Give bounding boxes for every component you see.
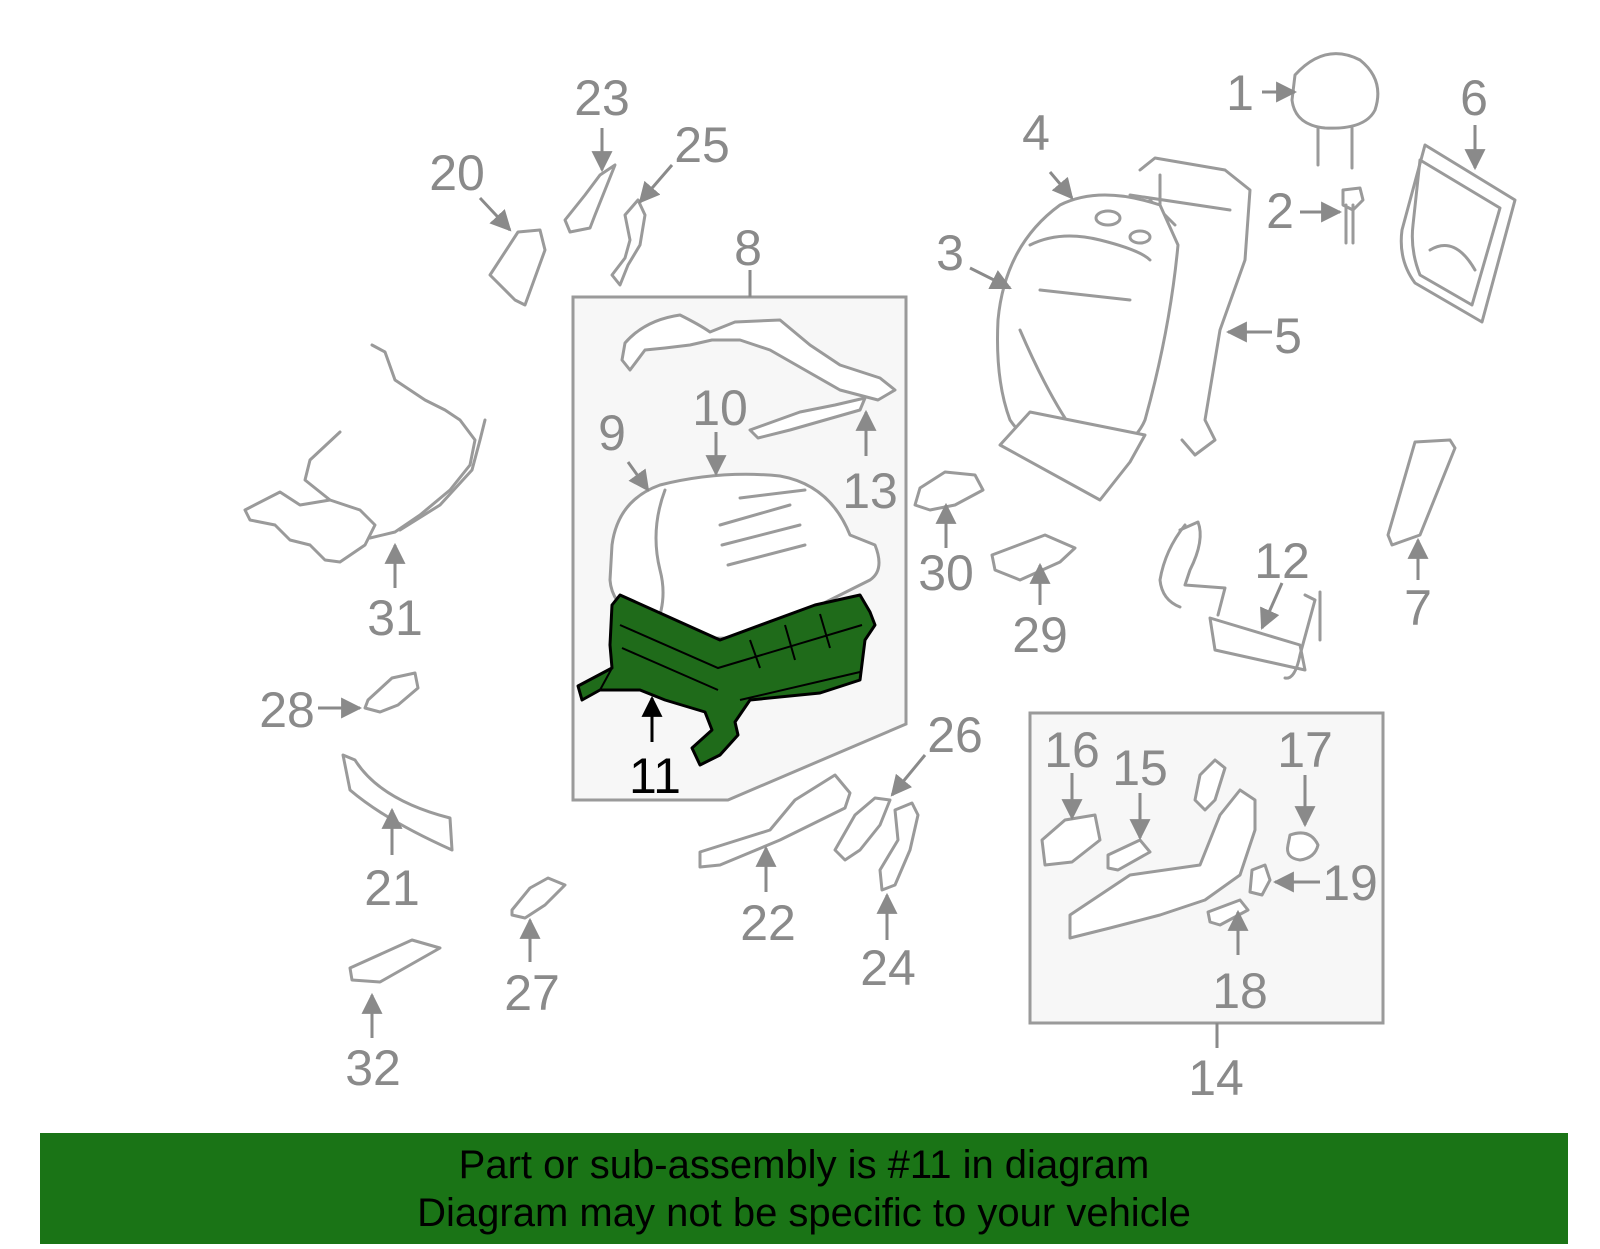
leader-arrows <box>318 81 1486 1048</box>
banner-line-part-number: Part or sub-assembly is #11 in diagram <box>458 1142 1150 1187</box>
side-shield-part <box>1068 788 1257 940</box>
callout-10: 10 <box>692 380 748 436</box>
callout-4: 4 <box>1022 105 1050 161</box>
callout-26: 26 <box>927 707 983 763</box>
callout-2: 2 <box>1266 183 1294 239</box>
knob-15-part <box>1106 838 1152 872</box>
callout-21: 21 <box>364 860 420 916</box>
callout-24: 24 <box>860 940 916 996</box>
banner-line-disclaimer: Diagram may not be specific to your vehi… <box>417 1190 1191 1235</box>
callout-12: 12 <box>1254 533 1310 589</box>
callout-20: 20 <box>429 145 485 201</box>
seat-track-assembly-part <box>576 593 877 767</box>
callout-29: 29 <box>1012 607 1068 663</box>
callout-3: 3 <box>936 225 964 281</box>
headrest-part <box>1290 52 1380 170</box>
callout-27: 27 <box>504 965 560 1021</box>
callout-30: 30 <box>918 545 974 601</box>
callout-31: 31 <box>367 590 423 646</box>
clip-27-part <box>510 876 567 920</box>
callout-5: 5 <box>1274 308 1302 364</box>
back-panel-part <box>1399 143 1517 324</box>
callout-13: 13 <box>842 463 898 519</box>
callout-22: 22 <box>740 895 796 951</box>
callout-18: 18 <box>1212 963 1268 1019</box>
callout-numbers: 1 2 3 4 5 6 7 8 9 10 11 12 13 14 15 16 1… <box>259 65 1488 1106</box>
cover-20-part <box>488 228 547 307</box>
callout-23: 23 <box>574 70 630 126</box>
clip-28-part <box>363 671 420 714</box>
bracket-30-part <box>913 470 985 512</box>
notice-banner: Part or sub-assembly is #11 in diagram D… <box>40 1133 1568 1244</box>
bracket-23-part <box>563 163 617 234</box>
trim-21-part <box>341 753 454 852</box>
knob-17-part <box>1286 831 1320 862</box>
callout-6: 6 <box>1460 70 1488 126</box>
callout-8: 8 <box>734 220 762 276</box>
callout-14: 14 <box>1188 1050 1244 1106</box>
callout-11: 11 <box>629 748 681 804</box>
callout-19: 19 <box>1322 855 1378 911</box>
side-trim-part <box>1386 438 1457 547</box>
trim-22-part <box>698 773 852 869</box>
callout-25: 25 <box>674 117 730 173</box>
side-covers-24-26-part <box>833 796 920 892</box>
callout-9: 9 <box>598 405 626 461</box>
bracket-29-part <box>990 533 1077 582</box>
callout-1: 1 <box>1226 65 1254 121</box>
callout-17: 17 <box>1277 722 1333 778</box>
lever-part <box>1193 758 1227 812</box>
headrest-guide-part <box>1341 186 1365 245</box>
callout-16: 16 <box>1044 722 1100 778</box>
callout-32: 32 <box>345 1040 401 1096</box>
bracket-25-part <box>610 198 647 287</box>
callout-7: 7 <box>1404 580 1432 636</box>
callout-15: 15 <box>1112 740 1168 796</box>
cover-32-part <box>348 938 442 984</box>
callout-28: 28 <box>259 682 315 738</box>
cable-assembly-part <box>243 343 487 564</box>
knob-19-part <box>1248 863 1272 897</box>
seat-back-part <box>996 156 1252 502</box>
lumbar-frame-part <box>1158 520 1322 680</box>
